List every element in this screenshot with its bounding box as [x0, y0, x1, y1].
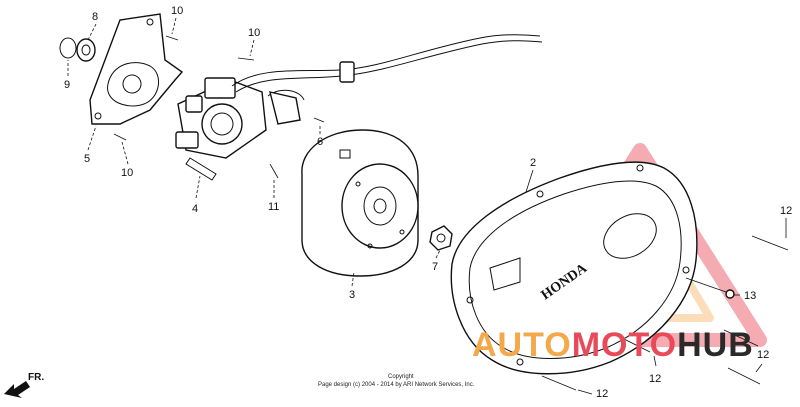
callout-6: 6: [317, 136, 323, 148]
copyright-notice: Copyright Page design (c) 2004 - 2014 by…: [318, 374, 475, 388]
callout-12-right: 12: [780, 205, 792, 217]
copyright-line1: Copyright: [388, 374, 414, 380]
callout-10-mid: 10: [248, 27, 260, 39]
callout-3: 3: [349, 289, 355, 301]
callout-7: 7: [432, 261, 438, 273]
callout-9: 9: [64, 79, 70, 91]
callout-5: 5: [84, 153, 90, 165]
copyright-line2: Page design (c) 2004 - 2014 by ARI Netwo…: [318, 382, 475, 388]
watermark-auto: AUTO: [472, 326, 572, 364]
callout-labels: 8 9 5 10 10 10 6 4 11 3 7 2 12 13 12 12 …: [64, 5, 792, 400]
callout-12-lower-mid: 12: [649, 373, 661, 385]
watermark-moto: MOTO: [572, 326, 677, 364]
callout-4: 4: [192, 203, 198, 215]
stator-assembly: [175, 77, 267, 181]
callout-11: 11: [268, 201, 279, 213]
callout-13: 13: [744, 290, 756, 302]
wire-harness: [231, 34, 543, 125]
svg-text:AUTOMOTOHUB: AUTOMOTOHUB: [472, 326, 754, 364]
oil-seal: [76, 38, 96, 62]
callout-12-bottom: 12: [596, 388, 608, 400]
o-ring: [59, 37, 77, 59]
flywheel: [301, 129, 419, 277]
callout-8: 8: [92, 11, 98, 23]
direction-label: FR.: [28, 372, 44, 383]
watermark-brand: AUTOMOTOHUB: [472, 326, 754, 364]
leader-lines: [67, 17, 787, 395]
flywheel-nut: [429, 225, 453, 251]
left-crankcase-cover: HONDA: [450, 161, 698, 375]
callout-10-bottom: 10: [121, 167, 133, 179]
bolts: [113, 35, 789, 391]
front-direction-arrow: FR.: [4, 372, 44, 398]
stator-base-plate: [89, 13, 184, 125]
watermark-hub: HUB: [677, 326, 754, 364]
callout-10-top: 10: [171, 5, 183, 17]
callout-2: 2: [530, 157, 536, 169]
callout-12-bottom-right: 12: [757, 349, 769, 361]
